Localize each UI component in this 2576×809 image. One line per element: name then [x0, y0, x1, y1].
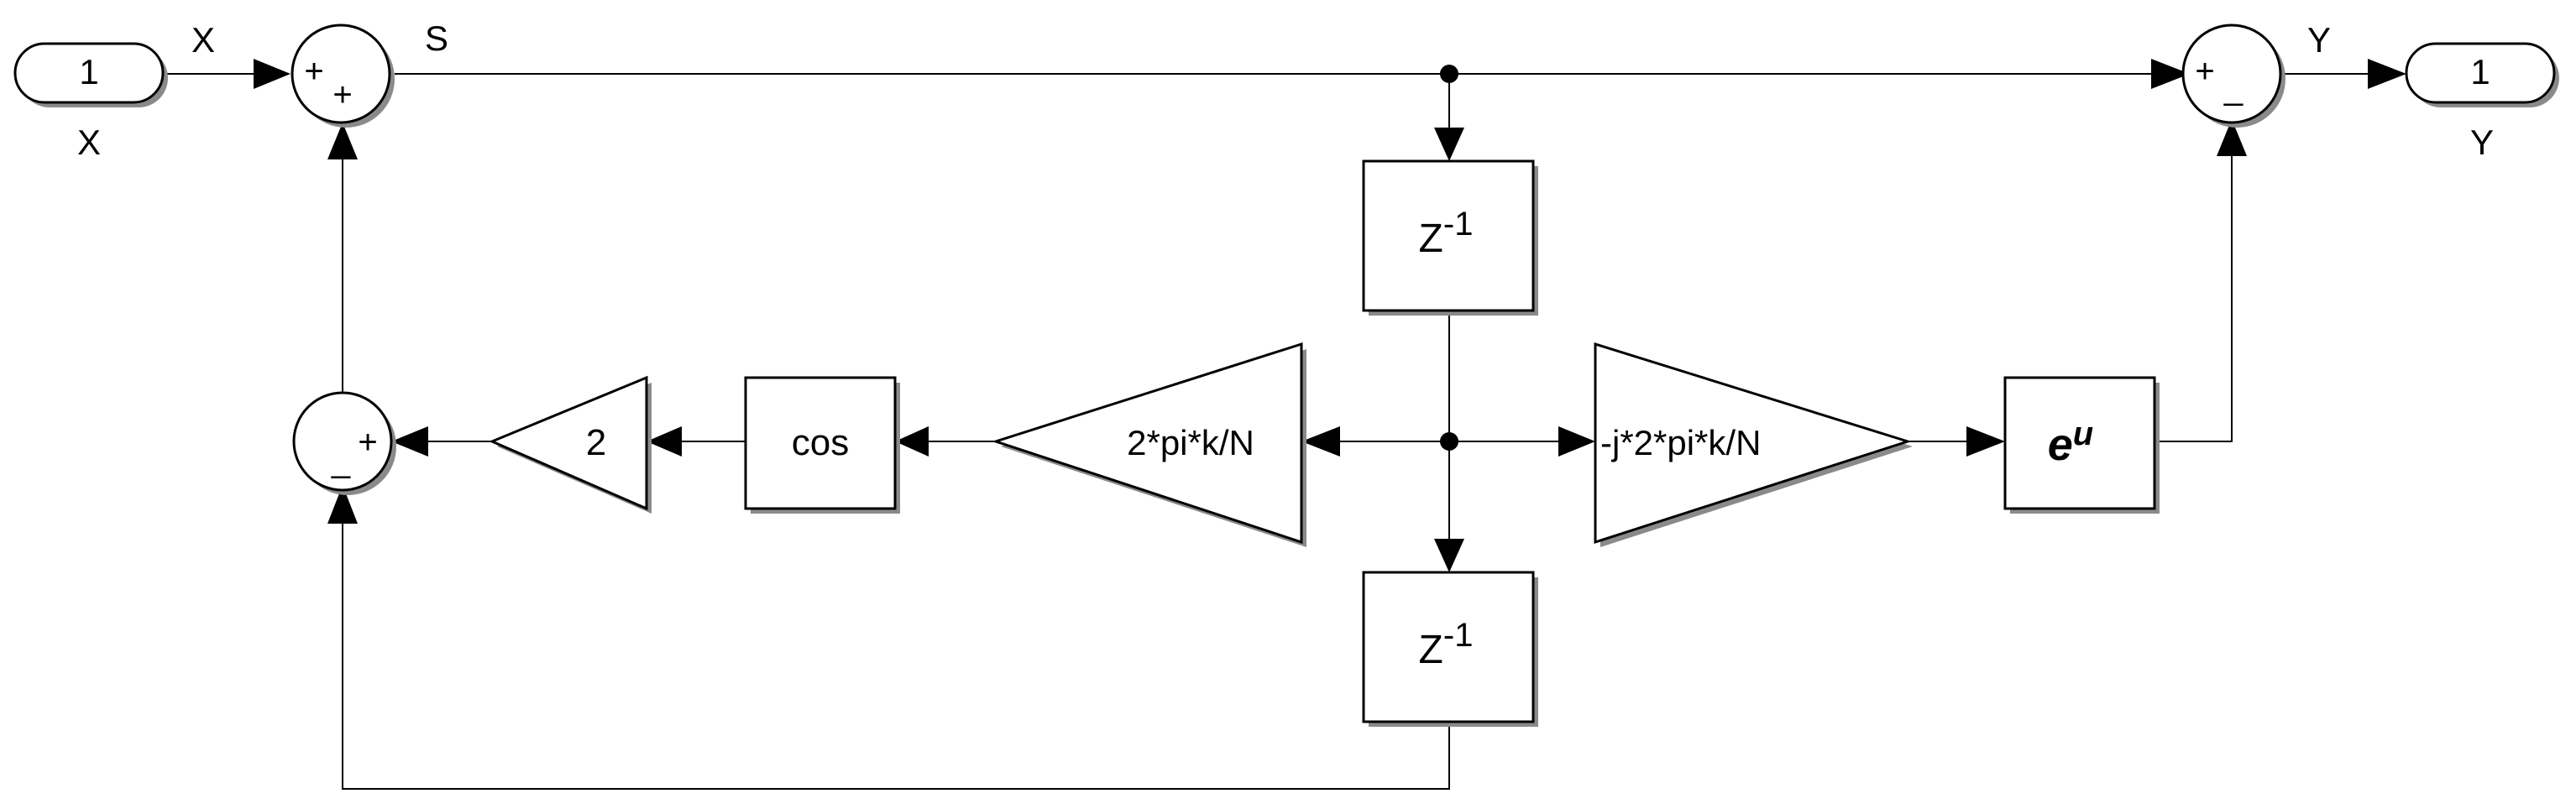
gain-2[interactable]: 2	[489, 375, 652, 514]
exp-block[interactable]: eu	[2003, 376, 2160, 514]
signal-label-s: S	[425, 18, 448, 58]
arrowheads	[254, 59, 2406, 572]
wire-exp-to-sum-out[interactable]	[2156, 156, 2233, 442]
sum-out-sign-2: _	[2223, 70, 2244, 107]
sum-fb-sign-2: +	[358, 424, 377, 461]
arrow-into-sum-fb-bottom	[327, 485, 358, 524]
delay-top-label: Z-1	[1419, 206, 1474, 261]
sum-block-output[interactable]: + _	[2181, 23, 2285, 128]
gain-complex-label: -j*2*pi*k/N	[1600, 423, 1761, 462]
signal-label-y: Y	[2307, 20, 2331, 60]
arrow-into-gain-coef	[1301, 426, 1340, 457]
gain-coefficient-label: 2*pi*k/N	[1127, 423, 1254, 462]
arrow-into-sum-out	[2151, 59, 2190, 89]
arrow-into-sum-fb	[391, 426, 428, 457]
gain-2-label: 2	[586, 422, 606, 463]
unit-delay-top[interactable]: Z-1	[1362, 159, 1538, 316]
arrow-into-gain2	[647, 426, 682, 457]
branch-point-delay	[1440, 432, 1458, 451]
inport-number: 1	[79, 52, 98, 91]
sum-out-sign-1: +	[2195, 53, 2214, 90]
delay-bottom-label: Z-1	[1419, 617, 1474, 672]
sum-block-feedback[interactable]: _ +	[292, 391, 396, 495]
exp-label: eu	[2048, 415, 2093, 470]
unit-delay-bottom[interactable]: Z-1	[1362, 571, 1538, 727]
sum-fb-sign-1: _	[331, 442, 351, 479]
signal-lines	[165, 73, 2368, 790]
arrow-into-sum-top-bottom	[327, 123, 358, 159]
arrow-into-outport	[2368, 59, 2406, 89]
sum-top-sign-1: +	[304, 53, 323, 90]
signal-label-x: X	[191, 20, 215, 60]
gain-coefficient[interactable]: 2*pi*k/N	[992, 342, 1306, 547]
arrow-into-sum-top	[254, 59, 291, 89]
wire-delay2-feedback[interactable]	[342, 524, 1450, 790]
arrow-into-delay2	[1434, 539, 1464, 572]
sum-top-sign-2: +	[332, 76, 352, 113]
arrow-into-cos	[895, 426, 929, 457]
sum-block-top[interactable]: + +	[291, 23, 395, 128]
arrow-into-exp	[1966, 426, 2005, 457]
branch-point-s	[1440, 65, 1458, 83]
outport-name: Y	[2470, 123, 2494, 162]
outport-number: 1	[2470, 52, 2490, 91]
gain-complex[interactable]: -j*2*pi*k/N	[1594, 342, 1913, 547]
cos-block[interactable]: cos	[744, 376, 900, 514]
inport-name: X	[77, 123, 101, 162]
inport-x[interactable]: 1	[13, 42, 168, 107]
outport-y[interactable]: 1	[2405, 42, 2559, 107]
arrow-into-delay1	[1434, 128, 1464, 161]
cos-label: cos	[792, 422, 849, 463]
arrow-into-sum-out-bottom	[2217, 119, 2247, 156]
arrow-into-gain-complex	[1558, 426, 1595, 457]
